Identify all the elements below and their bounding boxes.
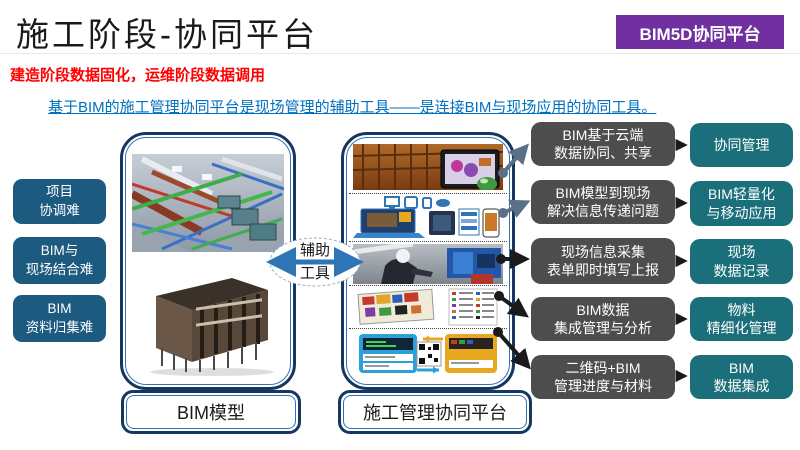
- benefit-line: 协同管理: [713, 136, 770, 153]
- challenge-box-2: BIM与 现场结合难: [13, 237, 106, 284]
- feature-box-3: 现场信息采集 表单即时填写上报: [531, 238, 675, 284]
- feature-line: 二维码+BIM: [565, 359, 641, 376]
- feature-box-2: BIM模型到现场 解决信息传递问题: [531, 180, 675, 224]
- challenge-line: 现场结合难: [25, 261, 94, 277]
- benefit-line: BIM: [729, 359, 754, 376]
- feature-line: 集成管理与分析: [554, 320, 652, 336]
- feature-line: BIM基于云端: [562, 126, 644, 143]
- subtitle-red: 建造阶段数据固化，运维阶段数据调用: [10, 67, 266, 84]
- platform-row-devices: [347, 195, 509, 239]
- row-separator: [349, 193, 507, 194]
- challenge-line: BIM与: [40, 243, 79, 259]
- platform-row-site-photo: [347, 143, 509, 191]
- benefit-box-1: 协同管理: [690, 123, 793, 167]
- benefit-box-4: 物料 精细化管理: [690, 297, 793, 341]
- qr-material-cards-image: [353, 330, 503, 376]
- feature-line: BIM数据: [576, 301, 630, 318]
- feature-box-5: 二维码+BIM 管理进度与材料: [531, 355, 675, 399]
- bim-model-label: BIM模型: [126, 395, 296, 429]
- benefit-line: 物料: [727, 301, 756, 318]
- feature-line: 现场信息采集: [561, 243, 645, 260]
- title-divider: [0, 53, 800, 54]
- benefit-line: 与移动应用: [706, 204, 777, 221]
- feature-line: 数据协同、共享: [554, 145, 652, 161]
- row-separator: [349, 241, 507, 242]
- subtitle-blue: 基于BIM的施工管理协同平台是现场管理的辅助工具——是连接BIM与现场应用的协同…: [48, 99, 657, 116]
- feature-box-1: BIM基于云端 数据协同、共享: [531, 122, 675, 166]
- benefit-line: 精细化管理: [706, 320, 777, 336]
- benefit-line: BIM轻量化: [708, 186, 775, 203]
- platform-row-worker: [347, 243, 509, 285]
- challenge-line: 项目: [46, 184, 73, 200]
- challenge-box-1: 项目 协调难: [13, 179, 106, 224]
- feature-line: 管理进度与材料: [554, 378, 652, 394]
- helper-line: 工具: [299, 265, 330, 282]
- feature-line: 表单即时填写上报: [547, 262, 659, 278]
- challenge-box-3: BIM 资料归集难: [13, 295, 106, 342]
- site-photo-with-tablet-image: [353, 144, 503, 190]
- bim-model-box: [120, 132, 296, 390]
- helper-line: 辅助: [299, 242, 330, 259]
- helper-tool-label: 辅助 工具: [288, 239, 342, 285]
- platform-row-floorplans: [347, 287, 509, 327]
- platform-row-qrcode: [347, 330, 509, 376]
- challenge-line: 协调难: [39, 202, 80, 218]
- platform-label: 施工管理协同平台: [343, 395, 527, 429]
- page-title: 施工阶段-协同平台: [16, 16, 318, 53]
- worker-field-photo-image: [353, 244, 503, 284]
- platform-label-box: 施工管理协同平台: [338, 390, 532, 434]
- building-model-image: [150, 278, 274, 376]
- bim5d-badge: BIM5D协同平台: [616, 15, 784, 49]
- benefit-box-5: BIM 数据集成: [690, 355, 793, 399]
- row-separator: [349, 285, 507, 286]
- floor-plans-image: [353, 288, 503, 326]
- feature-box-4: BIM数据 集成管理与分析: [531, 297, 675, 341]
- platform-box: [341, 132, 515, 390]
- benefit-line: 数据记录: [713, 262, 770, 279]
- feature-line: BIM模型到现场: [555, 184, 651, 201]
- feature-line: 解决信息传递问题: [547, 203, 659, 219]
- bim-model-label-box: BIM模型: [121, 390, 301, 434]
- benefit-box-3: 现场 数据记录: [690, 239, 793, 284]
- benefit-line: 现场: [727, 244, 756, 261]
- benefit-box-2: BIM轻量化 与移动应用: [690, 181, 793, 226]
- challenge-line: 资料归集难: [25, 319, 94, 335]
- challenge-line: BIM: [47, 301, 72, 317]
- mep-model-image: [132, 154, 284, 252]
- benefit-line: 数据集成: [713, 378, 770, 394]
- row-separator: [349, 328, 507, 329]
- multi-device-apps-image: [353, 195, 503, 239]
